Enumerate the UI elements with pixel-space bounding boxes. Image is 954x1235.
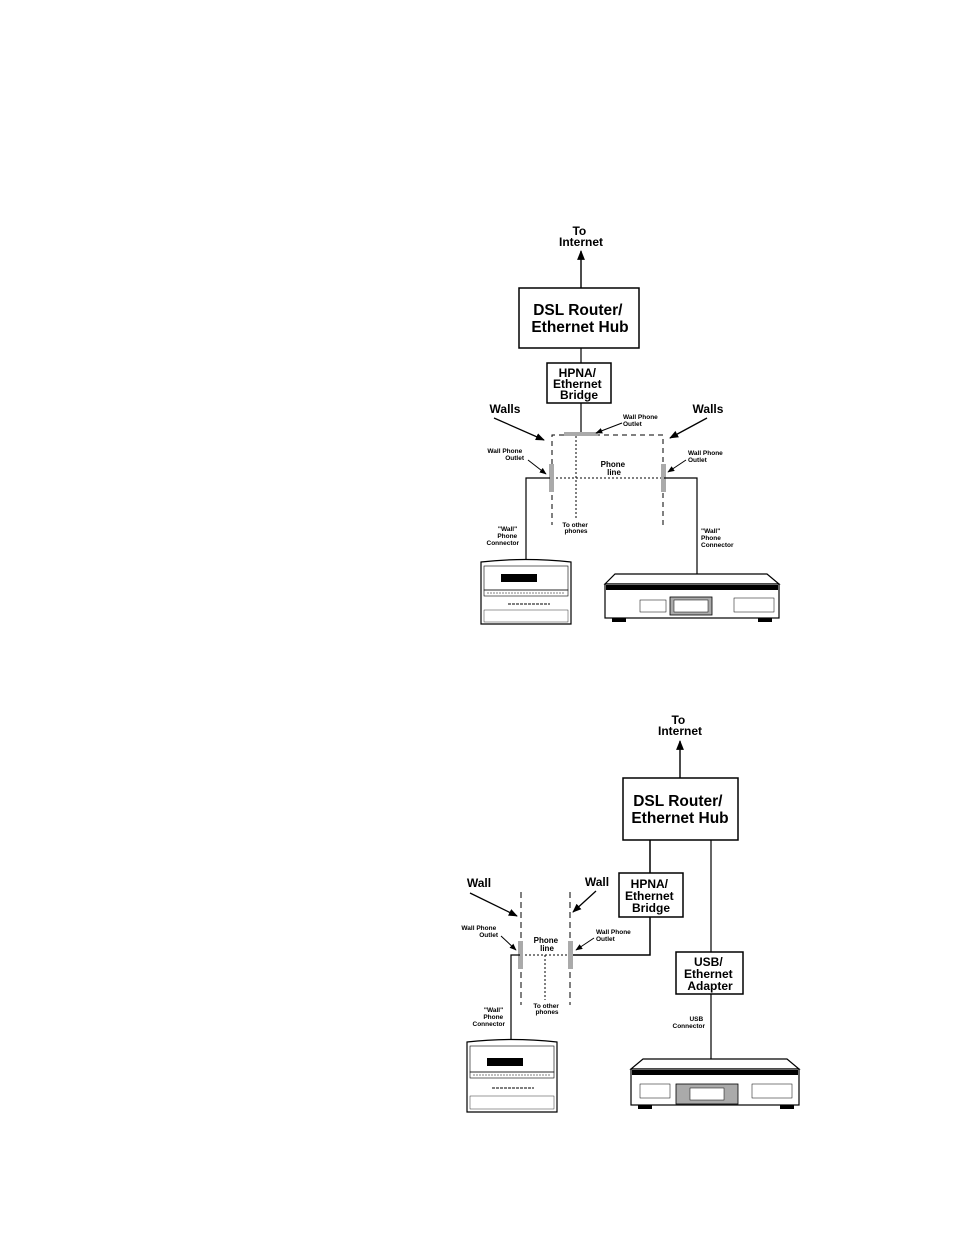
d1-walls-left-arrow [493,417,545,441]
d1-top-outlet-arrow [595,422,623,434]
d1-right-outlet-arrow [667,459,687,473]
d1-left-outlet-arrow [527,459,547,475]
d2-right-outlet-arrow [575,937,595,951]
d1-left-connector-label: "Wall" Phone Connector [487,526,520,547]
d1-router-box [518,287,640,349]
diagram-1: To Internet DSL Router/ Ethernet Hub HPN… [480,224,781,625]
d1-right-outlet-label: Wall Phone Outlet [688,450,725,464]
d2-wall-right-label: Wall [585,875,609,889]
d2-router-label: DSL Router/ Ethernet Hub [631,793,728,827]
d2-left-cable [510,954,520,1040]
d2-phone-line-label: Phone line [534,936,561,953]
d1-top-outlet [564,432,598,436]
d2-left-outlet-label: Wall Phone Outlet [461,925,498,939]
diagram-2: To Internet DSL Router/ Ethernet Hub HPN… [461,713,801,1113]
d2-router-box [622,777,739,841]
d1-left-outlet [549,464,554,492]
d1-walls-right-arrow [669,417,708,439]
d1-right-cable [664,477,698,576]
d2-bridge-outlet-cable [573,917,651,956]
d1-bridge-box [546,362,612,404]
d2-left-outlet-arrow [500,935,517,951]
d1-left-cable [525,477,550,562]
d2-answering-machine [466,1038,558,1113]
d1-walls-right-label: Walls [693,402,724,416]
d1-top-outlet-label: Wall Phone Outlet [623,414,660,428]
d1-router-label: DSL Router/ Ethernet Hub [531,302,628,336]
d1-to-other-phones-label: To other phones [562,522,589,535]
d1-wall-outline [551,434,664,525]
d2-media-player [629,1058,801,1109]
d2-to-other-phones-label: To other phones [533,1003,560,1016]
d2-right-outlet-label: Wall Phone Outlet [596,929,633,943]
d1-phone-line-label: Phone line [601,460,628,477]
d1-right-outlet [661,464,666,492]
d2-wall-left-arrow [469,892,518,917]
d2-left-outlet [518,941,523,969]
d2-wall-left-label: Wall [467,876,491,890]
d2-bridge-box [618,872,684,918]
d1-right-connector-label: "Wall" Phone Connector [701,528,734,549]
d1-to-internet-label: To Internet [559,224,603,249]
d2-usb-adapter-box [675,951,744,995]
d2-to-internet-label: To Internet [658,713,702,738]
d1-left-outlet-label: Wall Phone Outlet [487,448,524,462]
d1-answering-machine [480,558,572,625]
d2-left-connector-label: "Wall" Phone Connector [473,1007,506,1028]
d2-usb-connector-label: USB Connector [673,1016,706,1030]
d1-media-player [603,573,781,622]
d2-bridge-label: HPNA/ Ethernet Bridge [625,877,677,915]
d1-walls-left-label: Walls [490,402,521,416]
d2-right-outlet [568,941,573,969]
d2-usb-adapter-label: USB/ Ethernet Adapter [684,955,736,993]
d2-wall-right-arrow [572,890,597,913]
d1-bridge-label: HPNA/ Ethernet Bridge [553,366,605,402]
